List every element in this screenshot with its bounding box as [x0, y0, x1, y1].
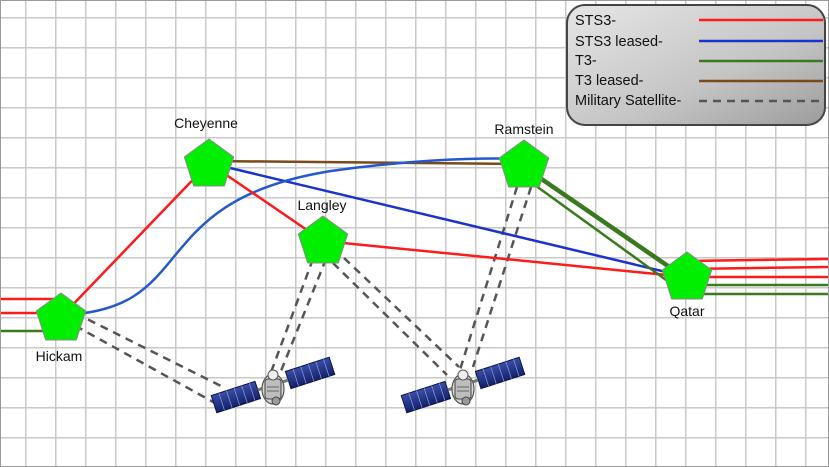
node-label: Ramstein: [494, 121, 553, 137]
node-label: Langley: [297, 197, 346, 213]
t3-links: [1, 163, 828, 333]
link-ramstein-satellite-2: [457, 186, 519, 374]
military-satellite-links: [62, 186, 533, 405]
legend: STS3- STS3 leased- T3- T3 leased- Milita…: [566, 4, 826, 126]
link-ramstein-qatar-b: [530, 171, 686, 281]
link-hickam-ramstein: [60, 157, 524, 317]
link-qatar-offpage-1: [686, 257, 828, 263]
legend-label: STS3-: [575, 13, 616, 29]
legend-label: T3-: [575, 53, 597, 69]
link-ramstein-satellite-2-b: [471, 186, 533, 368]
legend-label: T3 leased-: [575, 73, 644, 89]
node-label: Qatar: [669, 303, 704, 319]
node-ramstein[interactable]: Ramstein: [494, 121, 554, 188]
link-hickam-cheyenne: [60, 162, 210, 318]
legend-box: [566, 4, 826, 126]
legend-item-military-satellite: Military Satellite-: [575, 93, 823, 109]
node-label: Hickam: [36, 348, 83, 364]
legend-item-sts3-leased: STS3 leased-: [575, 34, 823, 50]
node-hickam[interactable]: Hickam: [36, 292, 87, 364]
node-label: Cheyenne: [174, 115, 238, 131]
link-langley-qatar: [322, 239, 688, 279]
link-langley-satellite-2-b: [343, 257, 460, 368]
legend-label: Military Satellite-: [575, 93, 682, 109]
node-cheyenne[interactable]: Cheyenne: [174, 115, 238, 187]
sts3-leased-links: [60, 157, 688, 317]
legend-label: STS3 leased-: [575, 34, 663, 50]
link-ramstein-qatar-c: [520, 173, 674, 287]
link-langley-satellite-2: [332, 262, 448, 376]
link-hickam-satellite-1: [62, 305, 224, 389]
link-hickam-satellite-1-b: [62, 317, 216, 405]
link-langley-satellite-1-b: [279, 258, 328, 372]
link-cheyenne-ramstein: [208, 159, 524, 166]
legend-item-t3-leased: T3 leased-: [575, 73, 823, 89]
legend-item-t3: T3-: [575, 53, 823, 69]
link-cheyenne-qatar: [208, 161, 688, 279]
legend-item-sts3: STS3-: [575, 13, 823, 29]
node-qatar[interactable]: Qatar: [661, 251, 713, 319]
node-langley[interactable]: Langley: [297, 197, 349, 264]
link-ramstein-qatar: [522, 163, 678, 273]
t3-leased-links: [208, 159, 524, 166]
